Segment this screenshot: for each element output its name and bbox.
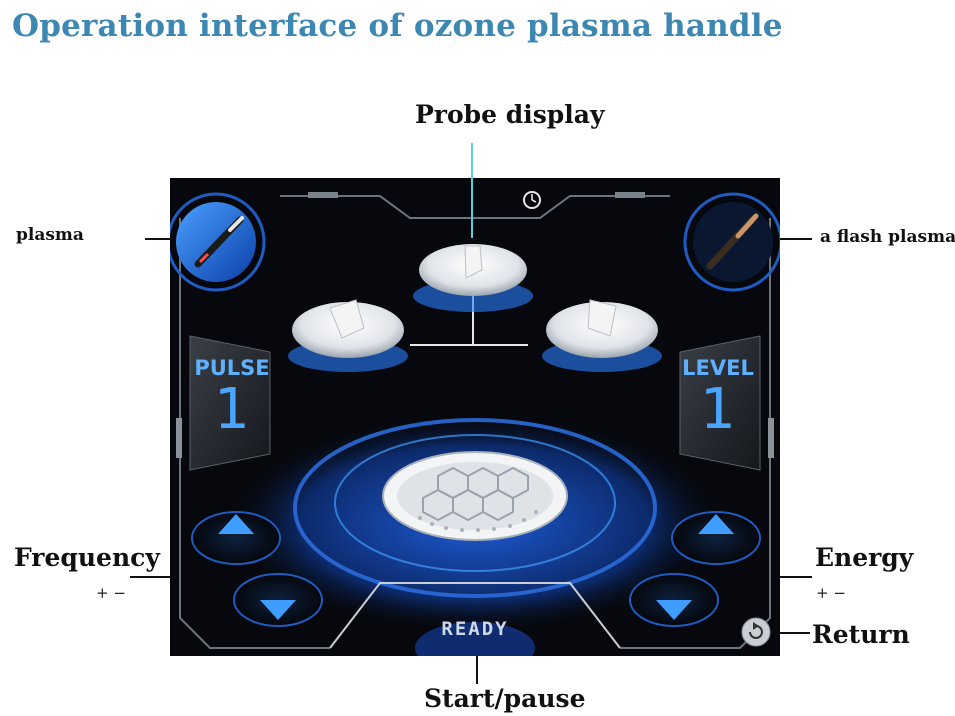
triangle-down-icon (656, 600, 692, 620)
clock-icon[interactable] (523, 191, 541, 209)
flash-plasma-callout: a flash plasma (820, 227, 955, 247)
start-pause-button[interactable]: READY (441, 618, 509, 640)
probe-right[interactable] (542, 299, 662, 372)
pulse-value: 1 (214, 377, 250, 442)
triangle-down-icon (260, 600, 296, 620)
level-label: LEVEL (682, 356, 754, 380)
return-callout: Return (812, 620, 910, 649)
plasma-callout: plasma (16, 225, 84, 245)
frame-side-tab (768, 418, 774, 458)
energy-up-button[interactable] (671, 511, 761, 565)
energy-plus-minus: + − (816, 584, 846, 602)
probe-left[interactable] (288, 299, 408, 372)
flash-plasma-handle-button[interactable] (683, 192, 780, 292)
plasma-pen-icon (194, 216, 244, 268)
flash-plasma-leader (772, 238, 812, 240)
center-ring (293, 418, 657, 598)
return-leader (770, 632, 810, 634)
probe-display-leader (471, 143, 473, 238)
triangle-up-icon (218, 514, 254, 534)
center-ring (334, 434, 616, 572)
honeycomb-probe-head (382, 451, 568, 541)
device-screen: PULSE 1 LEVEL 1 READY (170, 178, 780, 656)
frequency-leader (130, 576, 180, 578)
ready-glow (415, 622, 535, 656)
probe-display-callout: Probe display (415, 100, 605, 129)
energy-leader (772, 576, 812, 578)
level-value: 1 (700, 377, 736, 442)
page-title: Operation interface of ozone plasma hand… (12, 8, 783, 44)
start-pause-leader (476, 640, 478, 684)
energy-callout: Energy (815, 543, 914, 572)
frequency-callout: Frequency (14, 543, 160, 572)
frequency-up-button[interactable] (191, 511, 281, 565)
pulse-label: PULSE (194, 356, 270, 380)
bottom-frame (329, 582, 621, 649)
plasma-handle-button[interactable] (170, 192, 266, 292)
energy-down-button[interactable] (629, 573, 719, 627)
level-panel (679, 335, 761, 471)
frequency-down-button[interactable] (233, 573, 323, 627)
plasma-leader (145, 238, 185, 240)
frame-side-tab (176, 418, 182, 458)
return-button[interactable] (741, 617, 771, 647)
frame-tab (615, 192, 645, 198)
flash-pen-icon (706, 213, 759, 270)
return-icon (749, 622, 763, 639)
frame-tab (308, 192, 338, 198)
probe-top[interactable] (413, 244, 533, 312)
triangle-up-icon (698, 514, 734, 534)
frame-top (280, 195, 670, 219)
pulse-panel (189, 335, 271, 471)
screen-graphics (170, 191, 780, 656)
frequency-plus-minus: + − (96, 584, 126, 602)
start-pause-callout: Start/pause (424, 684, 586, 713)
